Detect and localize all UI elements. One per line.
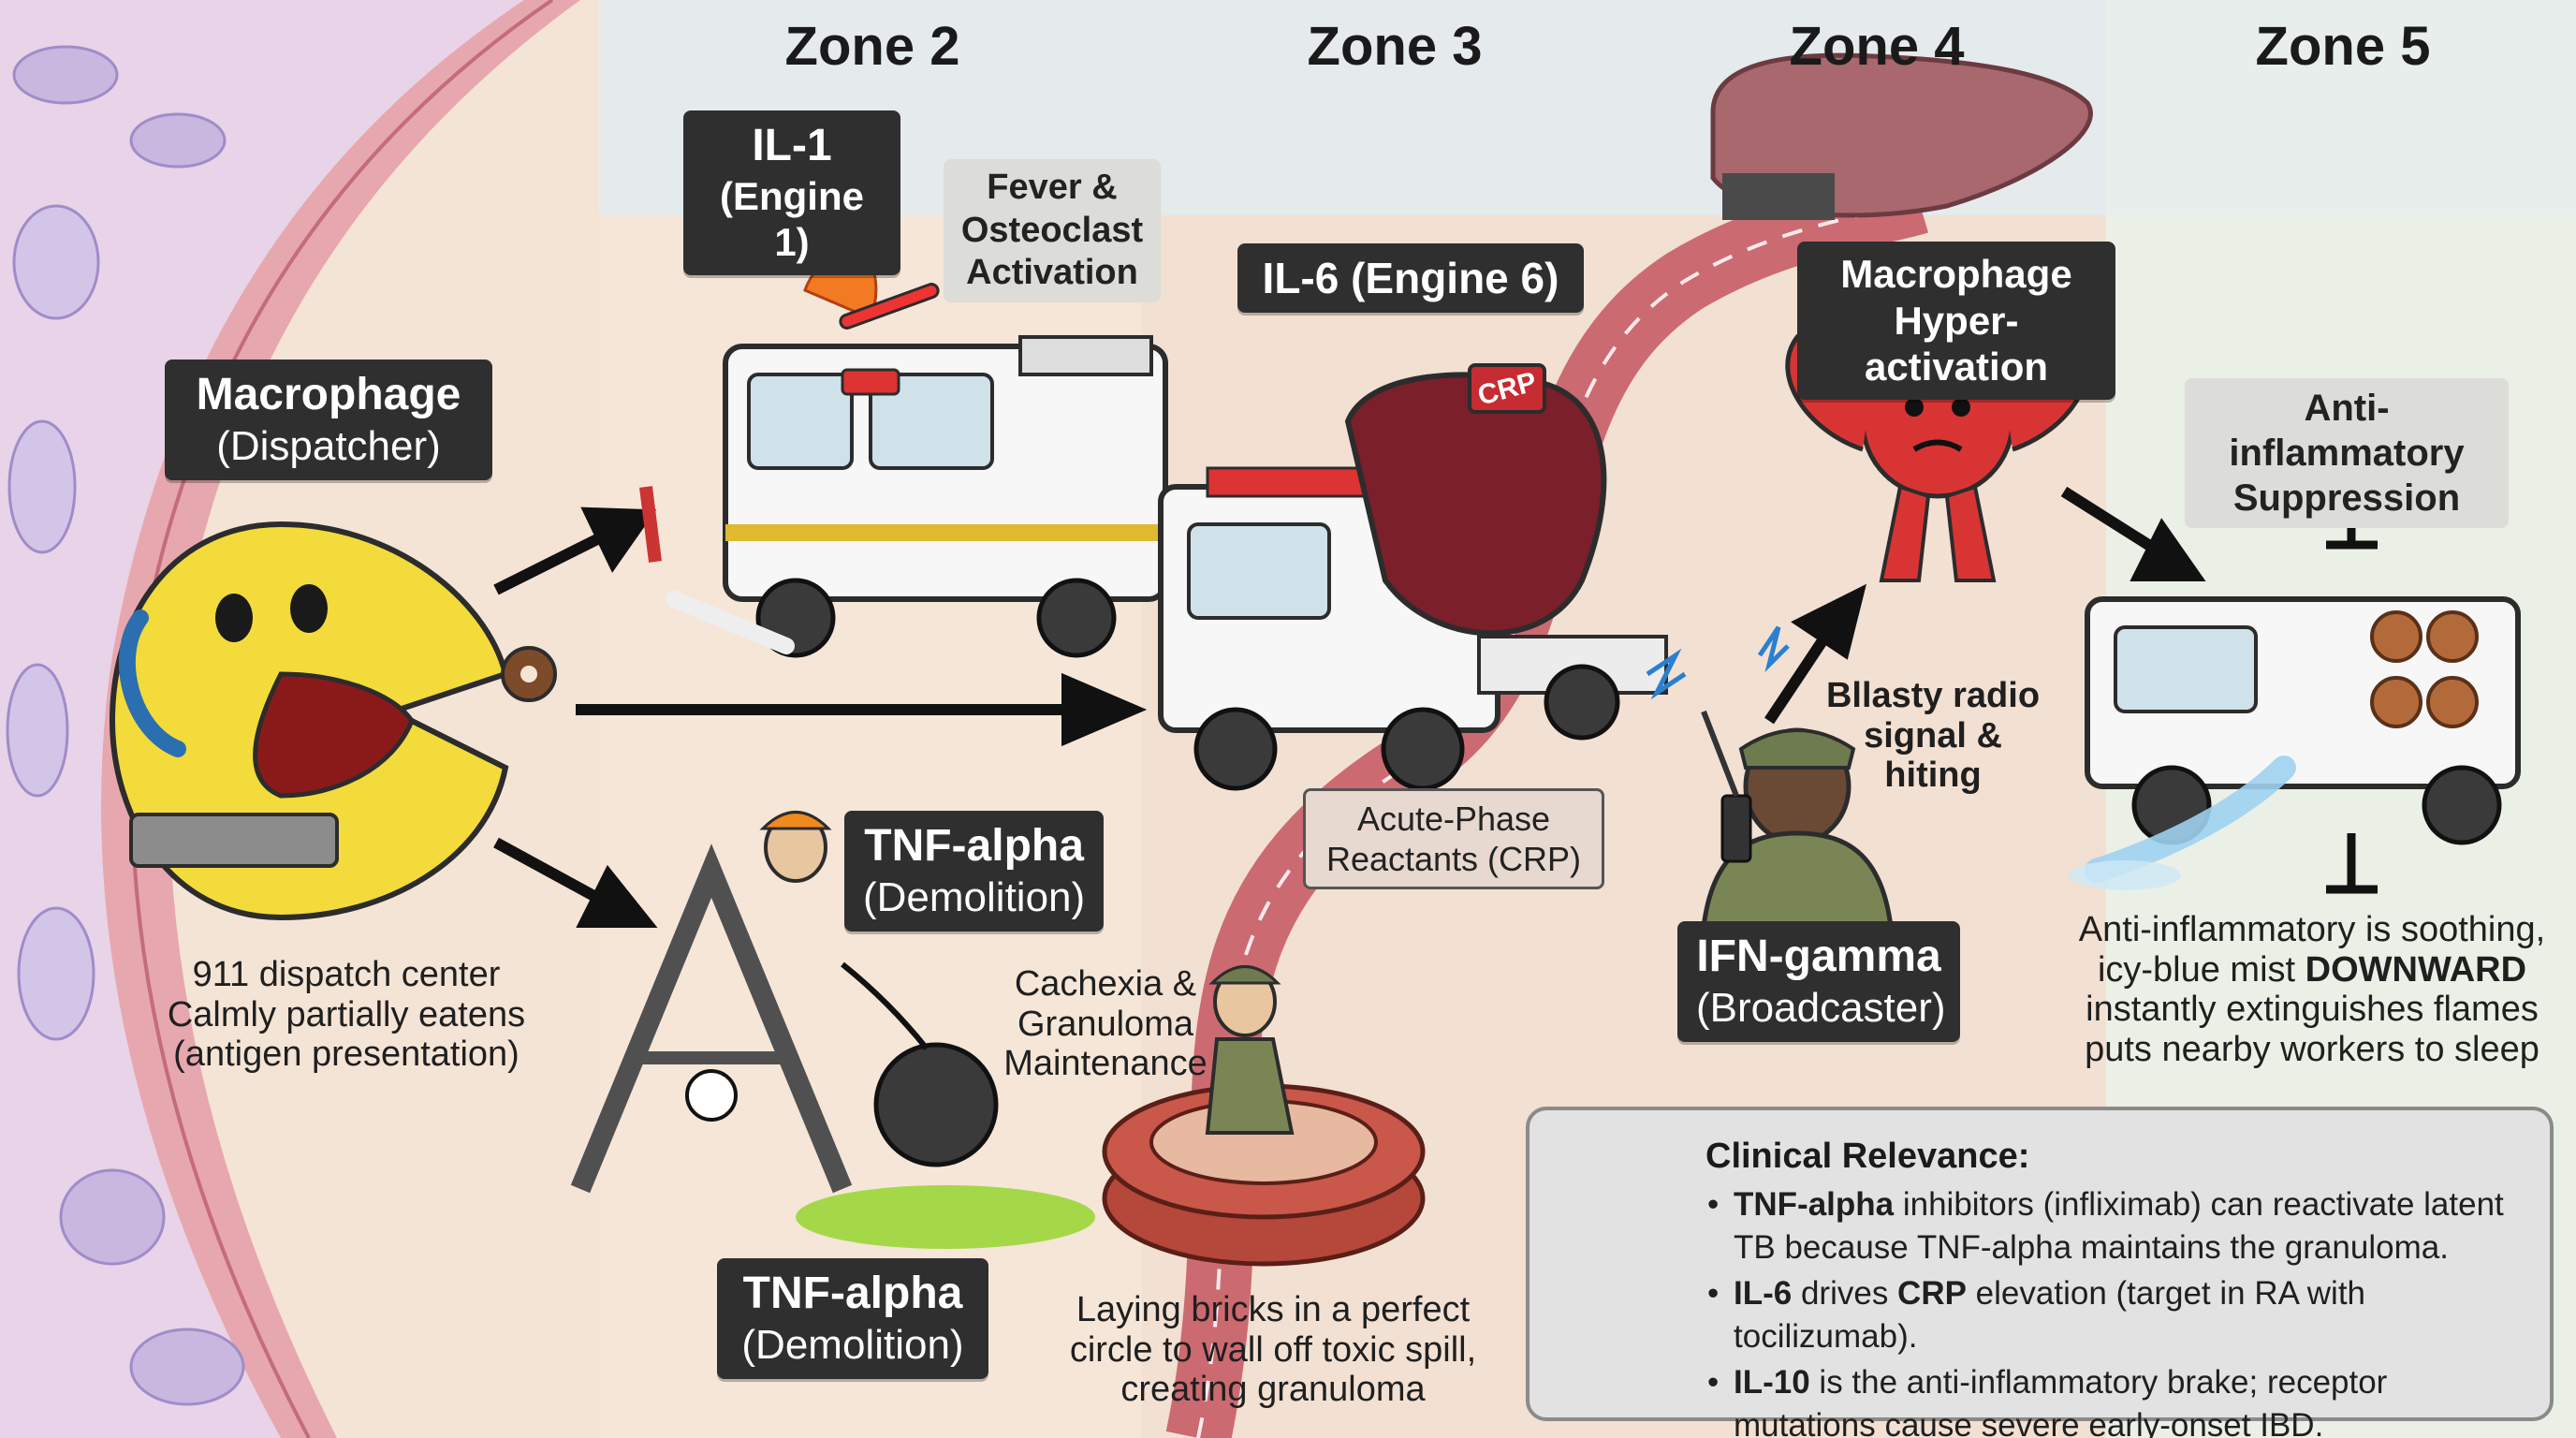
dispatch-arrows xyxy=(493,486,2206,928)
cachexia-note: Cachexia & Granuloma Maintenance xyxy=(988,964,1222,1084)
cachexia-line-3: Maintenance xyxy=(1003,1044,1208,1084)
bricks-line-3: creating granuloma xyxy=(1120,1370,1426,1410)
clinical-item-3-line-1: is the anti-inflammatory brake; receptor xyxy=(1809,1364,2388,1401)
tnf-alpha-label-1: TNF-alpha (Demolition) xyxy=(844,811,1105,932)
clinical-item-1: TNF-alpha inhibitors (infliximab) can re… xyxy=(1705,1183,2539,1269)
clinical-item-2-mid: drives xyxy=(1792,1275,1898,1312)
clinical-item-2: IL-6 drives CRP elevation (target in RA … xyxy=(1705,1272,2539,1357)
anti-inflammatory-label: Anti-inflammatory Suppression xyxy=(2185,378,2509,528)
anti-line-2: icy-blue mist DOWNWARD xyxy=(2069,950,2555,990)
tnf1-title: TNF-alpha xyxy=(864,821,1084,871)
hyper-line-2: Hyper-activation xyxy=(1864,298,2049,389)
clinical-item-3-line-2: mutations cause severe early-onset IBD. xyxy=(1734,1406,2324,1438)
acute-line-1: Acute-Phase xyxy=(1356,800,1551,838)
clinical-item-2-strong-2: CRP xyxy=(1897,1275,1967,1312)
acute-line-2: Reactants (CRP) xyxy=(1325,840,1582,879)
clinical-item-3: IL-10 is the anti-inflammatory brake; re… xyxy=(1705,1361,2539,1438)
bricks-line-2: circle to wall off toxic spill, xyxy=(1069,1329,1477,1370)
anti-line-2b: DOWNWARD xyxy=(2305,949,2527,990)
fever-line-1: Fever & xyxy=(987,168,1118,207)
radio-line-1: Bllasty radio xyxy=(1825,676,2041,715)
fever-label: Fever & Osteoclast Activation xyxy=(944,159,1161,302)
zone-5-header: Zone 5 xyxy=(2255,16,2431,77)
radio-line-2: signal & xyxy=(1864,715,2002,756)
anti-line-3: instantly extinguishes flames xyxy=(2086,990,2539,1030)
clinical-list: TNF-alpha inhibitors (infliximab) can re… xyxy=(1705,1183,2539,1438)
radio-signal-note: Bllasty radio signal & hiting xyxy=(1816,676,2050,796)
granuloma-wall-icon xyxy=(1102,965,1426,1267)
anti-inflammatory-note: Anti-inflammatory is soothing, icy-blue … xyxy=(2069,910,2555,1069)
zone-4-header: Zone 4 xyxy=(1789,16,1965,77)
dispatch-line-1: 911 dispatch center xyxy=(192,955,501,994)
il1-fire-engine-icon xyxy=(639,222,1168,658)
clinical-item-3-strong: IL-10 xyxy=(1734,1364,1810,1401)
ifn-gamma-label: IFN-gamma (Broadcaster) xyxy=(1677,921,1960,1042)
tnf2-title: TNF-alpha xyxy=(742,1269,963,1318)
tnf1-sub: (Demolition) xyxy=(863,873,1086,920)
clinical-item-2-rest: elevation (target in RA with tocilizumab… xyxy=(1734,1275,2366,1355)
antiinf-line-1: Anti-inflammatory xyxy=(2229,388,2465,474)
cachexia-line-1: Cachexia & xyxy=(1014,964,1197,1004)
il1-title: IL-1 xyxy=(752,121,832,170)
bricks-line-1: Laying bricks in a perfect xyxy=(1076,1290,1471,1329)
macrophage-label: Macrophage (Dispatcher) xyxy=(165,360,492,480)
ifn-sub: (Broadcaster) xyxy=(1696,984,1946,1031)
tnf-alpha-label-2: TNF-alpha (Demolition) xyxy=(717,1258,988,1379)
cachexia-line-2: Granuloma xyxy=(1017,1004,1193,1044)
dispatch-line-3: (antigen presentation) xyxy=(173,1034,520,1075)
bricks-note: Laying bricks in a perfect circle to wal… xyxy=(1058,1290,1488,1410)
ifn-title: IFN-gamma xyxy=(1696,932,1941,981)
il1-label: IL-1 (Engine 1) xyxy=(683,110,900,275)
macrophage-icon xyxy=(109,521,557,921)
il6-label: IL-6 (Engine 6) xyxy=(1237,243,1584,314)
clinical-item-2-strong-1: IL-6 xyxy=(1734,1275,1793,1312)
macrophage-title: Macrophage xyxy=(196,370,461,419)
clinical-title: Clinical Relevance: xyxy=(1705,1137,2030,1176)
anti-line-4: puts nearby workers to sleep xyxy=(2085,1029,2539,1069)
demolition-icon xyxy=(570,811,1095,1249)
dispatch-line-2: Calmly partially eatens xyxy=(167,994,526,1034)
tnf2-sub: (Demolition) xyxy=(741,1321,964,1368)
zone5-fire-truck-icon xyxy=(2069,596,2521,890)
radio-line-3: hiting xyxy=(1884,756,1982,796)
zone-3-header: Zone 3 xyxy=(1307,16,1483,77)
clinical-relevance-panel: Clinical Relevance: TNF-alpha inhibitors… xyxy=(1526,1107,2554,1438)
zone-2-header: Zone 2 xyxy=(784,16,960,77)
anti-line-1: Anti-inflammatory is soothing, xyxy=(2078,910,2546,949)
clinical-item-1-strong: TNF-alpha xyxy=(1734,1186,1895,1223)
fever-line-3: Activation xyxy=(966,253,1138,293)
ifn-gamma-soldier-icon xyxy=(1646,625,1894,930)
antiinf-line-2: Suppression xyxy=(2232,477,2461,519)
liver-icon xyxy=(1710,52,2093,220)
anti-line-2a: icy-blue mist xyxy=(2097,949,2305,990)
fever-line-2: Osteoclast xyxy=(960,210,1144,250)
hyper-line-1: Macrophage xyxy=(1840,252,2072,296)
hyper-activation-label: Macrophage Hyper-activation xyxy=(1797,242,2115,400)
dispatch-note: 911 dispatch center Calmly partially eat… xyxy=(150,955,543,1075)
clinical-item-1-line-2: TB because TNF-alpha maintains the granu… xyxy=(1734,1228,2449,1266)
il1-sub: (Engine 1) xyxy=(720,173,864,265)
macrophage-sub: (Dispatcher) xyxy=(216,422,441,469)
acute-phase-label: Acute-Phase Reactants (CRP) xyxy=(1303,788,1604,890)
clinical-item-1-line-1: inhibitors (infliximab) can reactivate l… xyxy=(1894,1186,2504,1223)
il6-truck-icon: CRP xyxy=(1158,363,1668,791)
il6-title: IL-6 (Engine 6) xyxy=(1262,254,1559,302)
